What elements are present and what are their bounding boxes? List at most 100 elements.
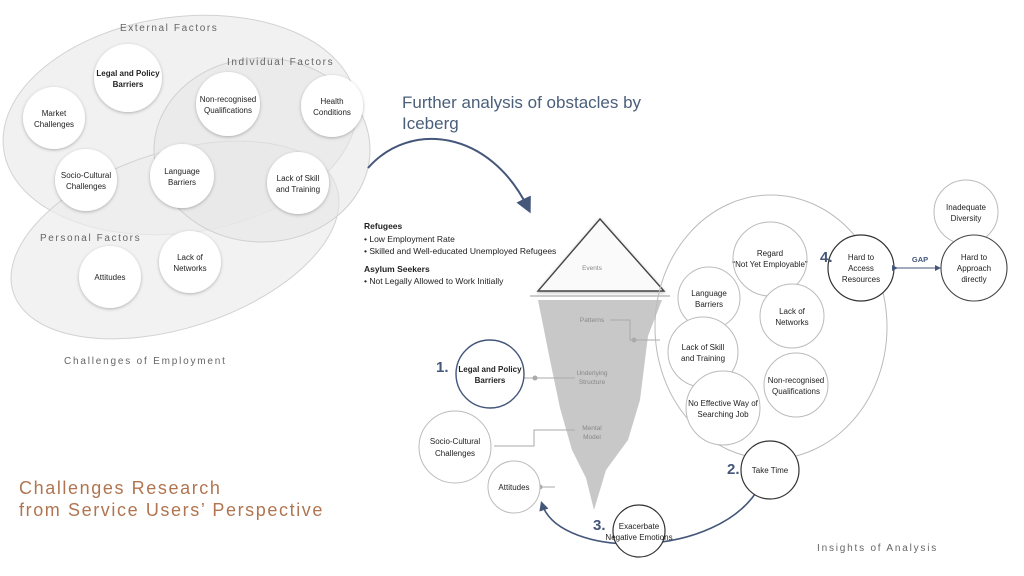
circle-label-line1: Inadequate bbox=[946, 203, 987, 212]
further-analysis-heading: Further analysis of obstacles by Iceberg bbox=[402, 93, 642, 133]
circle-label-line1: Socio-Cultural bbox=[61, 171, 111, 180]
iceberg-underwater bbox=[538, 300, 662, 510]
circle-label-line1: Attitudes bbox=[94, 273, 125, 282]
challenges-of-employment-diagram: External Factors Individual Factors Pers… bbox=[2, 14, 371, 340]
circle-label-line1: Regard bbox=[757, 249, 783, 258]
circle-label-line1: Exacerbate bbox=[619, 522, 660, 531]
number-1: 1. bbox=[436, 359, 449, 376]
circle-label-line2: Challenges bbox=[66, 182, 106, 191]
circle-label-line1: Legal and Policy bbox=[96, 69, 160, 78]
circle-non-recognised-qualifications: Non-recognised Qualifications bbox=[196, 72, 260, 136]
circle-label-line2: Searching Job bbox=[697, 410, 749, 419]
circle-label-line2: Negative Emotions bbox=[605, 533, 672, 542]
refugees-item: • Low Employment Rate bbox=[364, 233, 455, 244]
circle-socio-cultural-challenges: Socio-Cultural Challenges bbox=[55, 149, 117, 211]
insights-of-analysis-caption: Insights of Analysis bbox=[817, 543, 939, 554]
external-factors-label: External Factors bbox=[120, 23, 218, 34]
circle-exacerbate-negative-emotions: Exacerbate Negative Emotions bbox=[605, 504, 673, 558]
title-line2: from Service Users’ Perspective bbox=[19, 500, 325, 520]
number-3: 3. bbox=[593, 517, 606, 534]
circle-label-line2: “Not Yet Employable” bbox=[732, 260, 807, 269]
circle-label-line2: Barriers bbox=[695, 300, 723, 309]
circle-label-line3: Resources bbox=[842, 275, 880, 284]
iceberg-patterns-label: Patterns bbox=[580, 317, 605, 324]
circle-non-recognised-right: Non-recognised Qualifications bbox=[763, 352, 829, 418]
circle-label-line1: No Effective Way of bbox=[688, 399, 759, 408]
refugees-asylum-list: Refugees • Low Employment Rate • Skilled… bbox=[364, 220, 604, 288]
circle-label-line2: Qualifications bbox=[204, 106, 252, 115]
circle-label-line1: Health bbox=[320, 97, 343, 106]
circle-lack-of-networks-right: Lack of Networks bbox=[759, 283, 825, 349]
circle-lack-of-skill-right: Lack of Skill and Training bbox=[667, 316, 739, 388]
circle-label-line1: Language bbox=[691, 289, 727, 298]
connectors bbox=[494, 319, 660, 490]
circle-label-line1: Language bbox=[164, 167, 200, 176]
circle-label-line1: Hard to bbox=[961, 253, 988, 262]
circle-label-line1: Non-recognised bbox=[768, 376, 824, 385]
iceberg-model-label: Model bbox=[583, 434, 601, 441]
circle-label-line2: Barriers bbox=[168, 178, 196, 187]
circle-label-line1: Market bbox=[42, 109, 67, 118]
circle-label-line1: Socio-Cultural bbox=[430, 437, 480, 446]
gap-label: GAP bbox=[912, 255, 928, 264]
title-line1: Challenges Research bbox=[19, 478, 222, 498]
circle-language-barriers: Language Barriers bbox=[150, 144, 214, 208]
insights-diagram: Legal and Policy Barriers Socio-Cultural… bbox=[418, 179, 1008, 558]
iceberg: Events Patterns Underlying Structure Men… bbox=[530, 217, 670, 510]
circle-label-line2: and Training bbox=[681, 354, 725, 363]
personal-factors-label: Personal Factors bbox=[40, 233, 141, 244]
circle-label-line2: Conditions bbox=[313, 108, 351, 117]
circle-label-line2: Networks bbox=[173, 264, 206, 273]
circle-socio-cultural-right: Socio-Cultural Challenges bbox=[418, 410, 492, 484]
circle-label-line2: Access bbox=[848, 264, 874, 273]
circle-label-line1: Lack of bbox=[779, 307, 806, 316]
circle-label-line1: Lack of Skill bbox=[277, 174, 320, 183]
circle-label-line2: Challenges bbox=[435, 449, 475, 458]
asylum-item: • Not Legally Allowed to Work Initially bbox=[364, 276, 504, 286]
iceberg-mental-label: Mental bbox=[582, 425, 602, 432]
circle-language-barriers-right: Language Barriers bbox=[677, 266, 741, 330]
circle-no-effective-searching: No Effective Way of Searching Job bbox=[685, 370, 761, 446]
circle-label-line2: Barriers bbox=[113, 80, 144, 89]
circle-inadequate-diversity: Inadequate Diversity bbox=[933, 179, 999, 245]
circle-label-line1: Hard to bbox=[848, 253, 875, 262]
circle-lack-of-skill-training: Lack of Skill and Training bbox=[267, 152, 329, 214]
iceberg-underlying-label: Underlying bbox=[576, 370, 607, 377]
circle-label-line2: Qualifications bbox=[772, 387, 820, 396]
circle-label-line2: Approach bbox=[957, 264, 991, 273]
circle-label-line2: Networks bbox=[775, 318, 808, 327]
circle-attitudes-right: Attitudes bbox=[487, 460, 541, 514]
number-4: 4. bbox=[820, 249, 833, 266]
challenges-of-employment-caption: Challenges of Employment bbox=[64, 356, 227, 367]
circle-label-line1: Non-recognised bbox=[200, 95, 256, 104]
circle-label-line2: and Training bbox=[276, 185, 320, 194]
circle-label-line2: Diversity bbox=[951, 214, 982, 223]
circle-lack-of-networks: Lack of Networks bbox=[159, 231, 221, 293]
iceberg-structure-label: Structure bbox=[579, 379, 606, 386]
challenges-research-title: Challenges Research from Service Users’ … bbox=[19, 477, 399, 521]
circle-hard-to-approach-directly: Hard to Approach directly bbox=[940, 234, 1008, 302]
refugees-heading: Refugees bbox=[364, 221, 403, 231]
circle-label-line2: Challenges bbox=[34, 120, 74, 129]
circle-legal-policy-barriers: Legal and Policy Barriers bbox=[94, 44, 162, 112]
circle-label-line1: Legal and Policy bbox=[458, 365, 522, 374]
circle-take-time: Take Time bbox=[740, 440, 800, 500]
circle-label-line2: Barriers bbox=[475, 376, 506, 385]
circle-label-line1: Attitudes bbox=[498, 483, 529, 492]
iceberg-tip bbox=[536, 217, 666, 292]
circle-health-conditions: Health Conditions bbox=[301, 75, 363, 137]
refugees-item: • Skilled and Well-educated Unemployed R… bbox=[364, 246, 557, 256]
iceberg-events-label: Events bbox=[582, 265, 603, 272]
circle-legal-policy-barriers-highlight: Legal and Policy Barriers bbox=[455, 339, 525, 409]
curved-arrow-to-iceberg bbox=[367, 137, 531, 214]
circle-label-line1: Lack of Skill bbox=[682, 343, 725, 352]
circle-label-line1: Lack of bbox=[177, 253, 204, 262]
circle-regard-not-yet-employable: Regard “Not Yet Employable” bbox=[732, 221, 808, 297]
circle-market-challenges: Market Challenges bbox=[23, 87, 85, 149]
circle-label-line3: directly bbox=[961, 275, 986, 284]
circle-label-line1: Take Time bbox=[752, 466, 789, 475]
circle-attitudes: Attitudes bbox=[79, 246, 141, 308]
individual-factors-label: Individual Factors bbox=[227, 57, 334, 68]
circle-hard-to-access-resources: Hard to Access Resources bbox=[827, 234, 895, 302]
